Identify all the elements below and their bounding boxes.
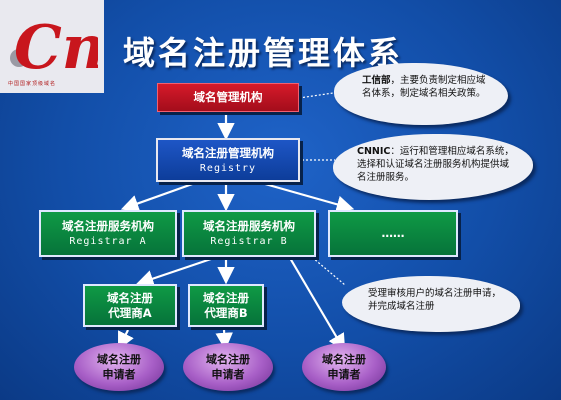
registrar-a-label: 域名注册服务机构 [62,219,154,233]
logo-subtitle: 中国国家顶级域名 [8,81,57,87]
applicant-1-line2: 申请者 [102,368,136,381]
registry-label: 域名注册管理机构 [182,146,274,160]
logo-sphere-icon [10,49,28,67]
applicant-2-line2: 申请者 [211,368,245,381]
logo: Cn 中国国家顶级域名 [0,0,104,93]
note-cnnic-text: ：运行和管理相应域名系统，选择和认证域名注册服务机构提供域名注册服务。 [357,146,514,183]
org-top-label: 域名管理机构 [193,90,263,104]
registrar-more-box: …… [328,210,458,257]
agent-a-line1: 域名注册 [107,291,153,305]
note-cnnic: CNNIC：运行和管理相应域名系统，选择和认证域名注册服务机构提供域名注册服务。 [333,134,533,200]
logo-text: Cn [14,13,98,80]
cn-logo-mark: Cn [10,13,98,80]
applicant-1-line1: 域名注册 [97,353,141,366]
arrow-b-to-applicant-3 [289,257,346,352]
note-registrar-text: 受理审核用户的域名注册申请，并完成域名注册 [368,288,502,312]
agent-b-line1: 域名注册 [203,291,249,305]
applicant-1: 域名注册 申请者 [74,343,164,391]
arrow-b-to-agent-a [135,256,215,288]
agent-b-line2: 代理商B [204,306,248,320]
registry-sub: Registry [199,163,257,174]
registrar-b-box: 域名注册服务机构 Registrar B [182,210,316,257]
applicant-3-line2: 申请者 [327,368,361,381]
note-registrar: 受理审核用户的域名注册申请，并完成域名注册 [342,276,520,332]
applicant-3-line1: 域名注册 [322,353,366,366]
page-title: 域名注册管理体系 [123,34,404,72]
registrar-more-label: …… [381,226,405,240]
registrar-a-box: 域名注册服务机构 Registrar A [39,210,177,257]
agent-a-line2: 代理商A [108,306,152,320]
registrar-b-label: 域名注册服务机构 [203,219,295,233]
registrar-a-sub: Registrar A [69,236,147,247]
note-cnnic-bold: CNNIC [357,146,391,157]
arrow-registry-to-registrar-a [120,180,199,212]
note-miit-bold: 工信部 [362,75,391,86]
applicant-3: 域名注册 申请者 [302,343,386,391]
applicant-2-line1: 域名注册 [206,353,250,366]
note-miit-text: ，主要负责制定相应域名体系，制定域名相关政策。 [362,75,486,99]
agent-a-box: 域名注册 代理商A [83,284,177,327]
registry-box: 域名注册管理机构 Registry [156,138,300,182]
dashed-link-miit [298,91,341,99]
agent-b-box: 域名注册 代理商B [188,284,264,327]
note-miit: 工信部，主要负责制定相应域名体系，制定域名相关政策。 [334,63,508,125]
arrow-registry-to-registrar-more [257,180,355,213]
org-top-box: 域名管理机构 [157,83,299,112]
registrar-b-sub: Registrar B [210,236,288,247]
applicant-2: 域名注册 申请者 [183,343,273,391]
